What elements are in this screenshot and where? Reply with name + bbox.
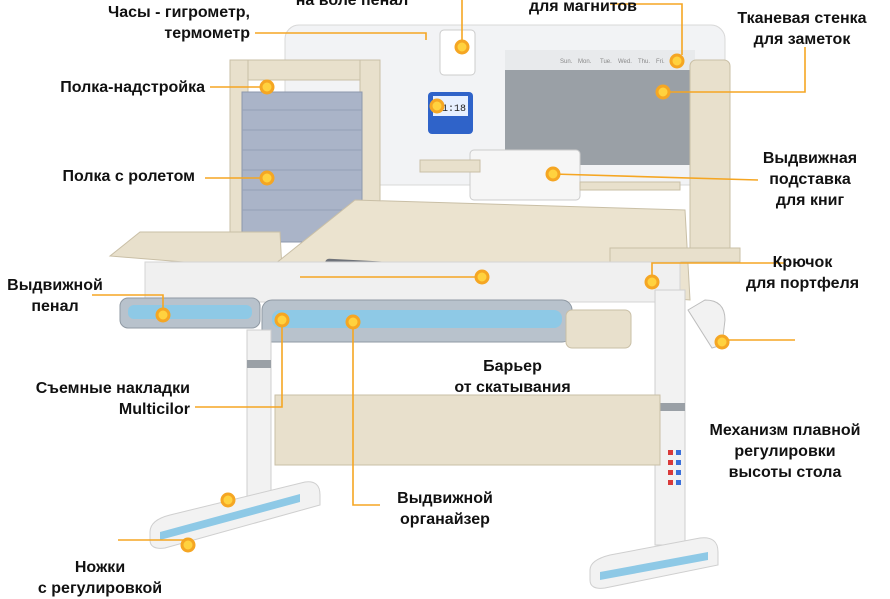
label-magnets: для магнитов [528,0,638,15]
clock-display: 11:18 [436,104,466,115]
marker-height [714,334,730,350]
label-barrier: Барьер от скатывания [454,358,571,396]
label-clock: Часы - гигрометр, термометр [108,4,250,42]
planner-days: Sun. Mon. Tue. Wed. Thu. Fri. [560,59,665,65]
marker-pencil-cup [454,39,470,55]
marker-barrier [474,269,490,285]
planner-day: Mon. [578,59,592,65]
planner-day: Fri. [656,59,665,65]
planner-day: Wed. [618,59,632,65]
callout-markers [155,39,730,553]
desk-frame [144,261,681,303]
planner-day: Sun. [560,59,573,65]
top-shelf-left [229,59,371,81]
crossbar [274,394,661,466]
label-height-mech: Механизм плавной регулировки высоты стол… [709,422,861,481]
label-covers: Съемные накладки Multicilor [35,380,190,418]
label-pencil-drawer: Выдвижной пенал [7,277,103,315]
marker-hook [644,274,660,290]
planner-day: Thu. [638,59,650,65]
marker-shelf-top [259,79,275,95]
marker-covers [274,312,290,328]
marker-fabric [655,84,671,100]
marker-organizer [345,314,361,330]
marker-pencil-drawer [155,307,171,323]
label-hook: Крючок для портфеля [745,254,860,292]
label-shelf-roll: Полка с ролетом [62,168,195,185]
marker-leg-left [220,492,236,508]
marker-book-stand [545,166,561,182]
planner-day: Tue. [600,59,612,65]
label-book-stand: Выдвижная подставка для книг [762,150,858,209]
marker-magnets [669,53,685,69]
leg-left [246,329,272,511]
marker-shelf-roll [259,170,275,186]
label-fabric: Тканевая стенка для заметок [737,10,867,48]
label-shelf-top: Полка-надстройка [60,79,205,96]
label-organizer: Выдвижной органайзер [397,490,493,528]
fabric-board [505,50,695,165]
label-top-cut: на воле пенал [295,0,409,9]
marker-clock [429,98,445,114]
marker-foot [180,537,196,553]
